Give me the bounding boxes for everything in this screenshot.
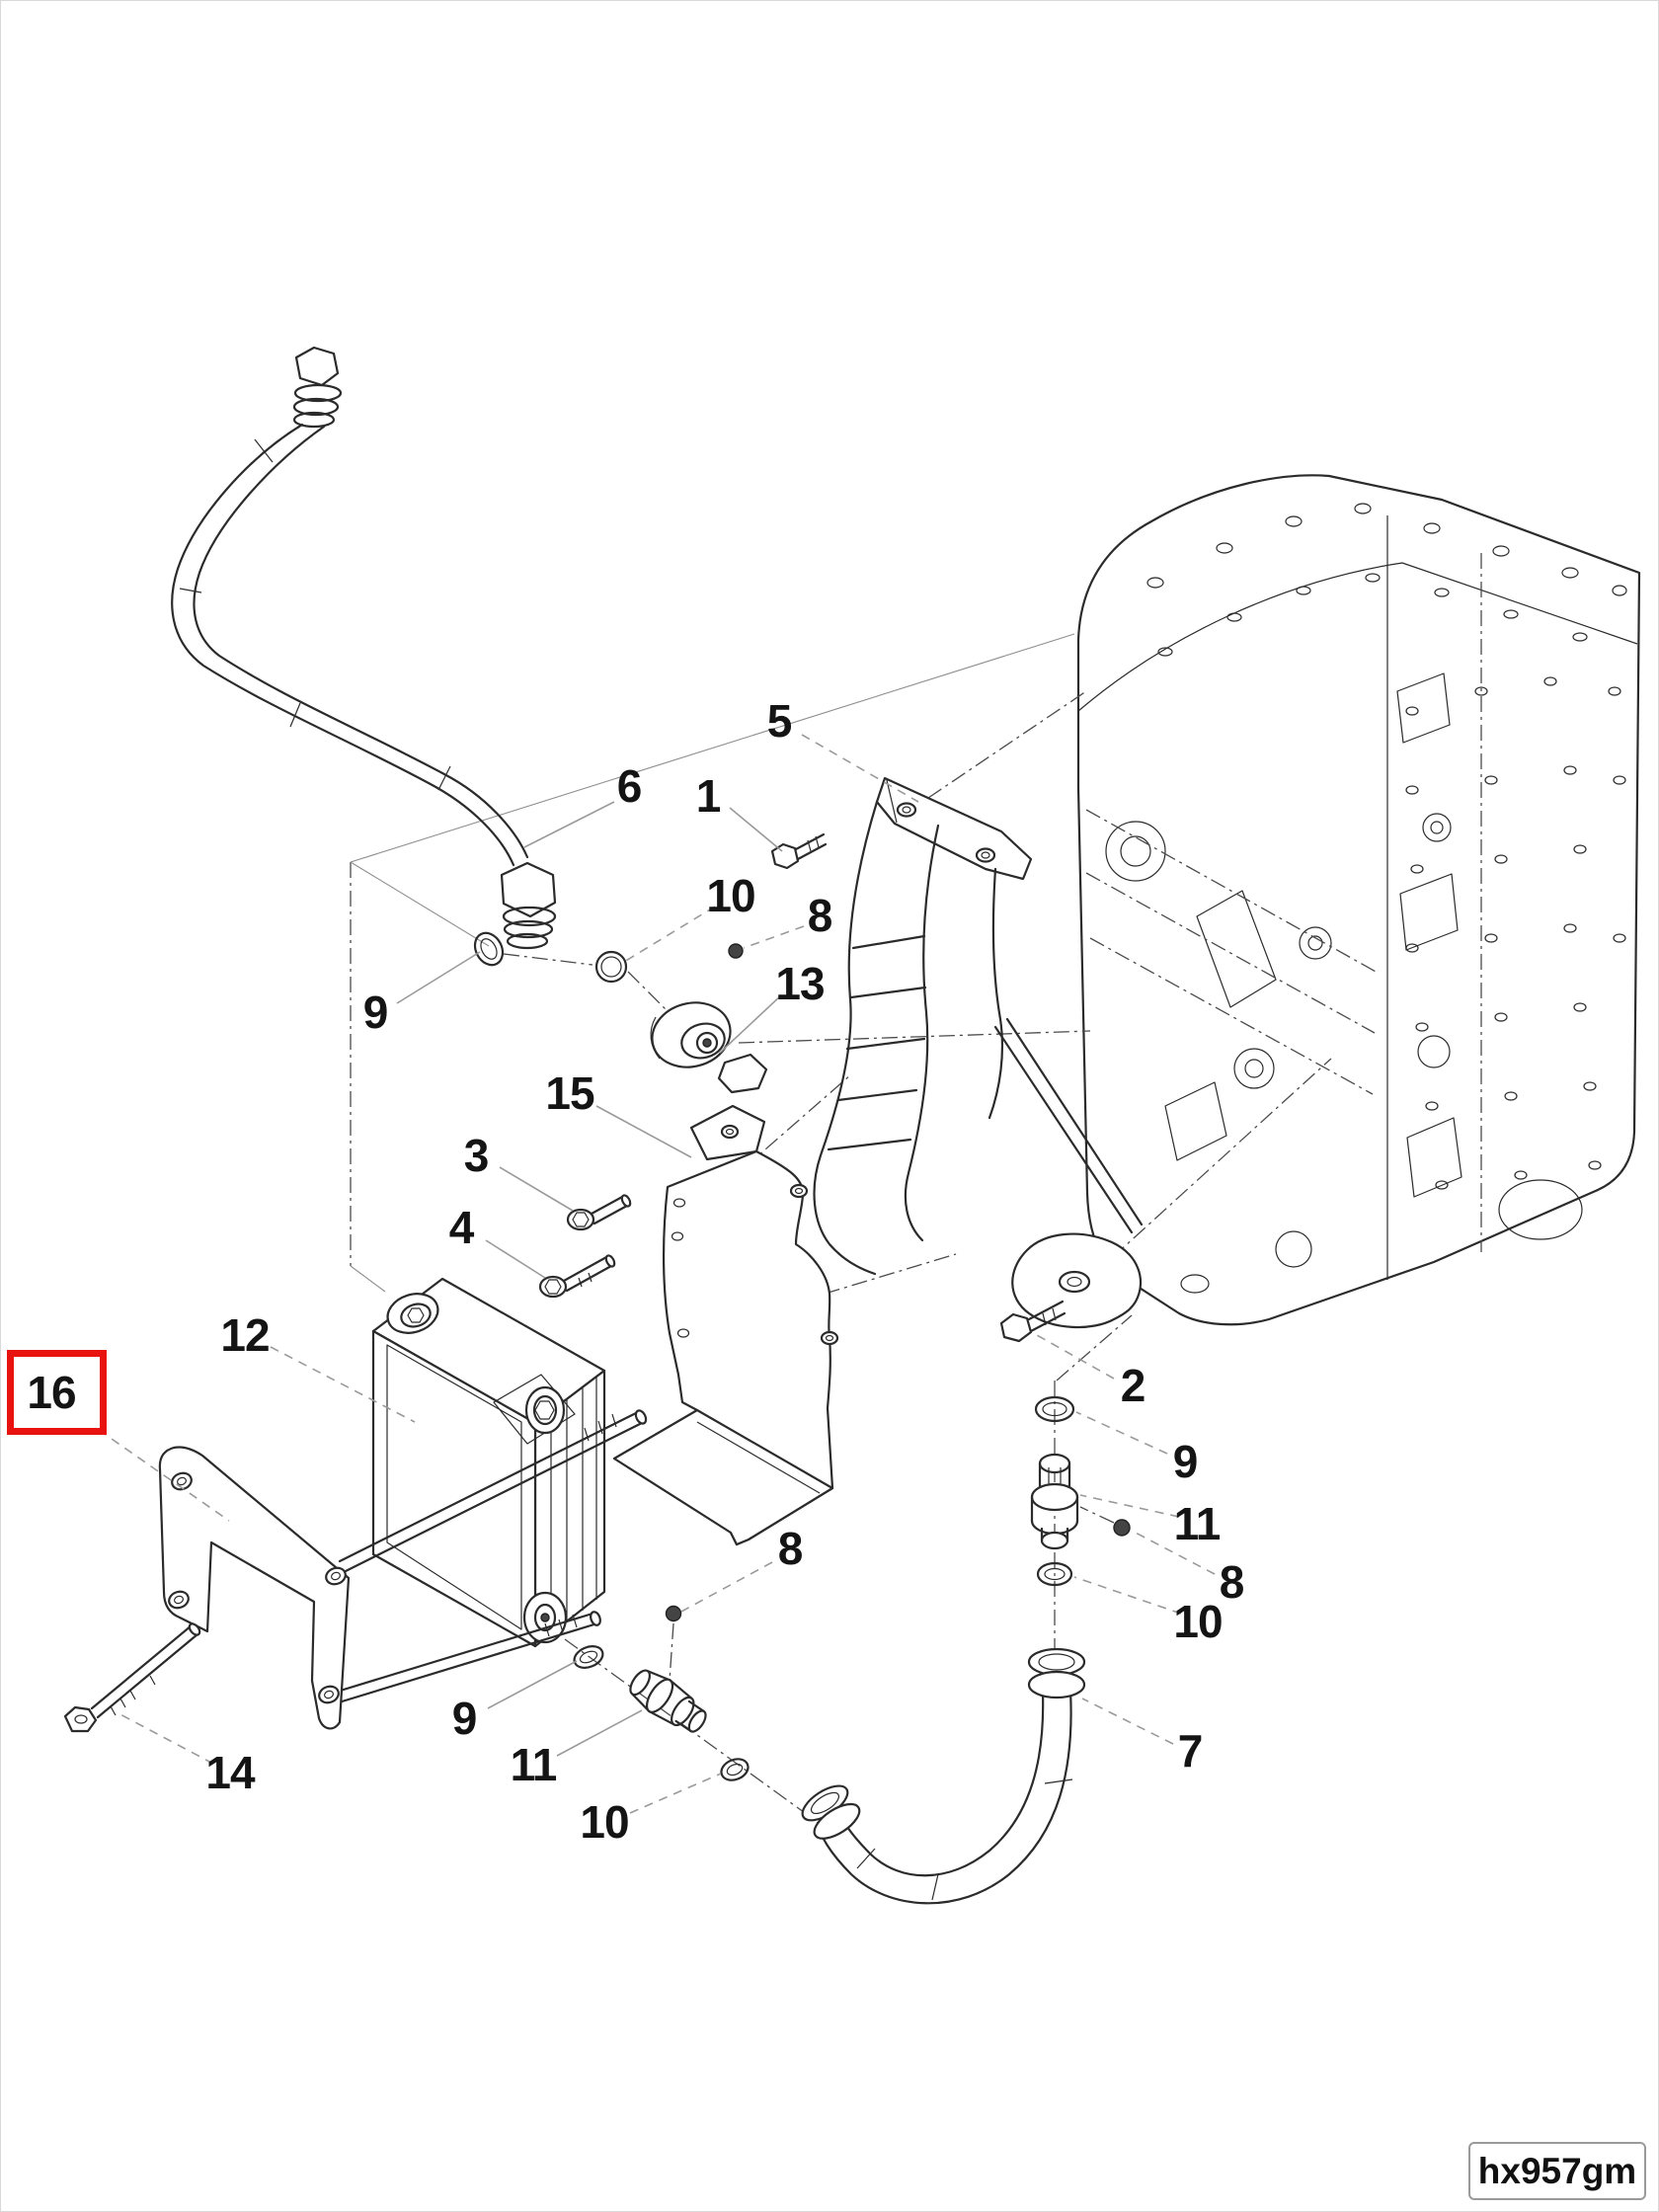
elbow-fitting-13-drawing [650, 1001, 768, 1094]
bracket-15-drawing [612, 1104, 839, 1546]
bolt-1-drawing [770, 832, 828, 870]
bolt-4-drawing [538, 1254, 616, 1299]
plug-8-right [1113, 1519, 1131, 1537]
bracket-5-drawing [813, 776, 1144, 1329]
callout-12[interactable]: 12 [220, 1309, 270, 1361]
highlight-box-16 [7, 1350, 107, 1435]
leader-lines [98, 734, 1216, 1814]
block-detail [1085, 672, 1583, 1294]
callout-16[interactable]: 16 [27, 1367, 76, 1418]
callout-8-right[interactable]: 8 [1219, 1556, 1245, 1608]
oring-9-top [473, 931, 505, 967]
drawing-code-badge: hx957gm [1468, 2142, 1646, 2200]
plug-8-top [728, 943, 744, 959]
callout-8-bottom[interactable]: 8 [777, 1523, 804, 1574]
callout-5[interactable]: 5 [766, 695, 793, 747]
callout-9-bottom[interactable]: 9 [451, 1693, 478, 1744]
callout-8-top[interactable]: 8 [807, 890, 833, 941]
callout-2[interactable]: 2 [1120, 1360, 1146, 1411]
fitting-11-right [1030, 1453, 1079, 1550]
callout-3[interactable]: 3 [463, 1130, 490, 1181]
callout-4[interactable]: 4 [448, 1202, 475, 1253]
plug-8-bottom [665, 1605, 682, 1622]
callout-11-bottom[interactable]: 11 [510, 1739, 558, 1790]
callout-10-right[interactable]: 10 [1173, 1596, 1223, 1647]
callout-1[interactable]: 1 [695, 770, 722, 822]
bolt-14-drawing [63, 1622, 201, 1733]
cooler-top-port [386, 1293, 439, 1334]
hose-7-drawing [801, 1647, 1086, 1905]
callout-11-right[interactable]: 11 [1173, 1498, 1222, 1549]
mounting-plate-16-drawing [158, 1409, 648, 1730]
hose-6-drawing [171, 346, 557, 950]
callout-10-top[interactable]: 10 [706, 870, 755, 921]
block-top-holes [1146, 503, 1627, 657]
callout-9-right[interactable]: 9 [1172, 1436, 1199, 1487]
oil-cooler-12-drawing [371, 1277, 606, 1648]
callout-10-bottom[interactable]: 10 [580, 1796, 629, 1848]
callout-13[interactable]: 13 [775, 958, 825, 1009]
callout-6[interactable]: 6 [616, 760, 643, 812]
cooler-bottom-port [522, 1591, 568, 1644]
bolt-2-drawing [999, 1300, 1066, 1343]
engine-block-drawing [1076, 474, 1641, 1326]
callout-15[interactable]: 15 [545, 1067, 594, 1119]
oring-9-right [1034, 1395, 1075, 1423]
callout-14[interactable]: 14 [205, 1747, 255, 1798]
oring-10-bottom [720, 1758, 750, 1781]
callout-9-top[interactable]: 9 [362, 987, 389, 1038]
fitting-11-bottom [629, 1669, 707, 1733]
block-face-holes [1405, 676, 1626, 1190]
bolt-3-drawing [566, 1194, 632, 1231]
oring-10-top [594, 950, 628, 984]
oring-10-right [1036, 1561, 1073, 1587]
callout-7[interactable]: 7 [1177, 1725, 1204, 1777]
cooler-side-port [524, 1385, 566, 1435]
hose-6-end-nut [500, 861, 557, 918]
